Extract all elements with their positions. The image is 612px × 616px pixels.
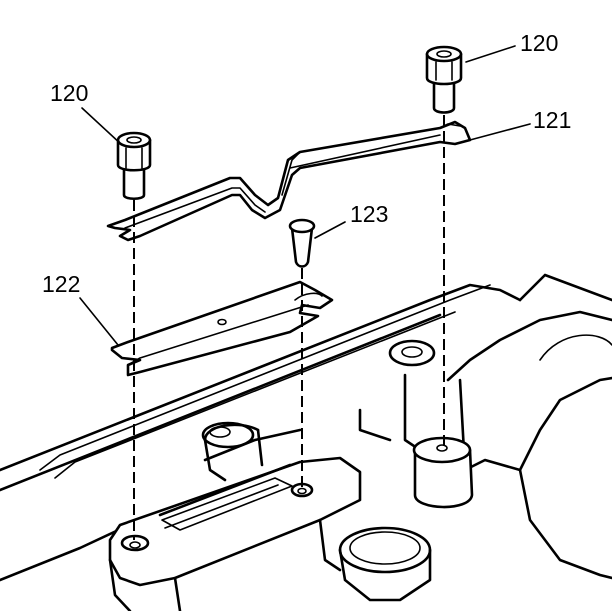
callout-bolt-left: 120: [50, 80, 88, 106]
bolt-left-part: [116, 131, 152, 201]
strap-part: [106, 120, 472, 242]
leader-lines: [79, 45, 531, 346]
dowel-pin-part: [288, 218, 316, 268]
callout-strap: 121: [533, 107, 571, 133]
bolt-right-part: [425, 45, 463, 114]
callout-bracket: 122: [42, 271, 80, 297]
callout-dowel-pin: 123: [350, 201, 388, 227]
bracket-part: [110, 280, 334, 377]
alignment-lines: [133, 115, 445, 540]
housing-base: [0, 273, 612, 613]
callout-bolt-right: 120: [520, 30, 558, 56]
